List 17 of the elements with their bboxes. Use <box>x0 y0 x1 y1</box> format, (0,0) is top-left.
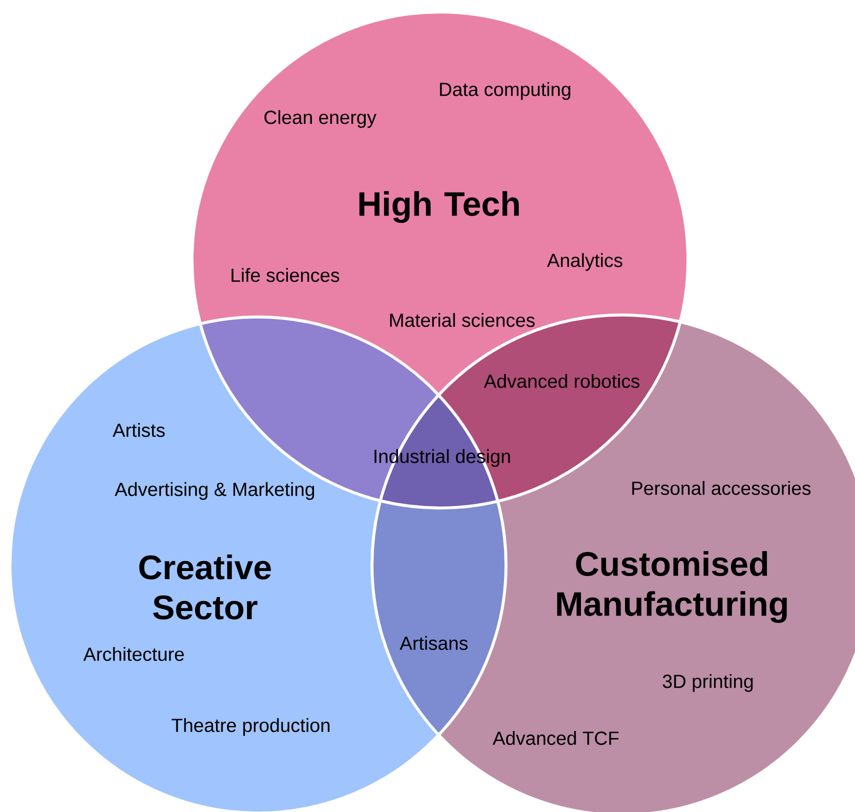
area-label: Advanced robotics <box>484 374 640 388</box>
area-label: Architecture <box>83 647 184 661</box>
area-label: 3D printing <box>662 674 753 692</box>
area-label: Artists <box>112 423 165 437</box>
circle-title: High Tech <box>359 191 519 223</box>
circle-title: Creative Sector <box>139 554 271 620</box>
area-label: Advanced TCF <box>492 731 619 745</box>
circle-title: Customised Manufacturing <box>557 551 787 623</box>
area-label: Data computing <box>440 82 570 100</box>
area-label: Analytics <box>547 253 622 271</box>
area-label: Life sciences <box>232 268 340 282</box>
area-label: Material sciences <box>390 313 535 327</box>
area-label: Advertising & Marketing <box>114 482 314 500</box>
area-label: Theatre production <box>172 718 330 736</box>
area-label: Personal accessories <box>632 481 811 495</box>
area-label: Clean energy <box>264 110 376 128</box>
area-label: Artisans <box>400 636 468 650</box>
